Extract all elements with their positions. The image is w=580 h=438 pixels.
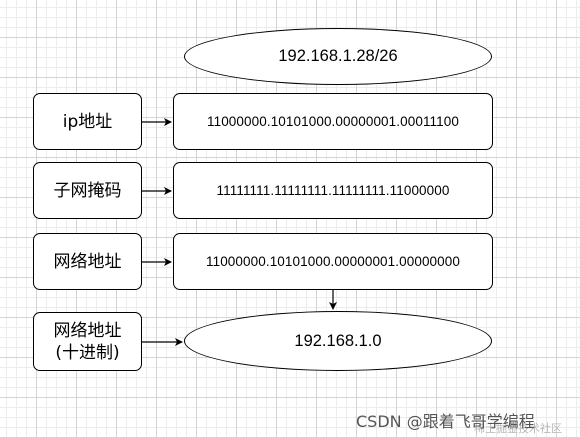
subnet-mask-label: 子网掩码 <box>53 180 122 201</box>
ip-address-binary-box: 11000000.10101000.00000001.00011100 <box>173 93 493 150</box>
network-address-decimal-label-line2: (十进制) <box>55 342 120 363</box>
subnet-mask-binary-box: 11111111.11111111.11111111.11000000 <box>173 162 493 219</box>
subnet-mask-binary: 11111111.11111111.11111111.11000000 <box>216 183 450 198</box>
network-address-decimal-value: 192.168.1.0 <box>294 331 382 350</box>
ip-address-label-box: ip地址 <box>33 93 142 150</box>
network-address-decimal-ellipse: 192.168.1.0 <box>184 311 492 371</box>
cidr-ellipse: 192.168.1.28/26 <box>184 28 492 85</box>
network-address-binary: 11000000.10101000.00000001.00000000 <box>205 254 460 269</box>
ip-address-binary: 11000000.10101000.00000001.00011100 <box>206 114 459 129</box>
network-address-label-box: 网络地址 <box>33 233 142 290</box>
subnet-mask-label-box: 子网掩码 <box>33 162 142 219</box>
network-address-label: 网络地址 <box>53 251 122 272</box>
ip-address-label: ip地址 <box>62 111 113 132</box>
network-address-binary-box: 11000000.10101000.00000001.00000000 <box>173 233 493 290</box>
network-address-decimal-label-line1: 网络地址 <box>53 320 122 341</box>
watermark-sub: 稀土掘金技术社区 <box>474 422 562 435</box>
network-address-decimal-label-box: 网络地址 (十进制) <box>33 312 142 371</box>
watermark: CSDN @跟着飞哥学编程 <box>356 412 535 431</box>
cidr-text: 192.168.1.28/26 <box>278 47 398 65</box>
